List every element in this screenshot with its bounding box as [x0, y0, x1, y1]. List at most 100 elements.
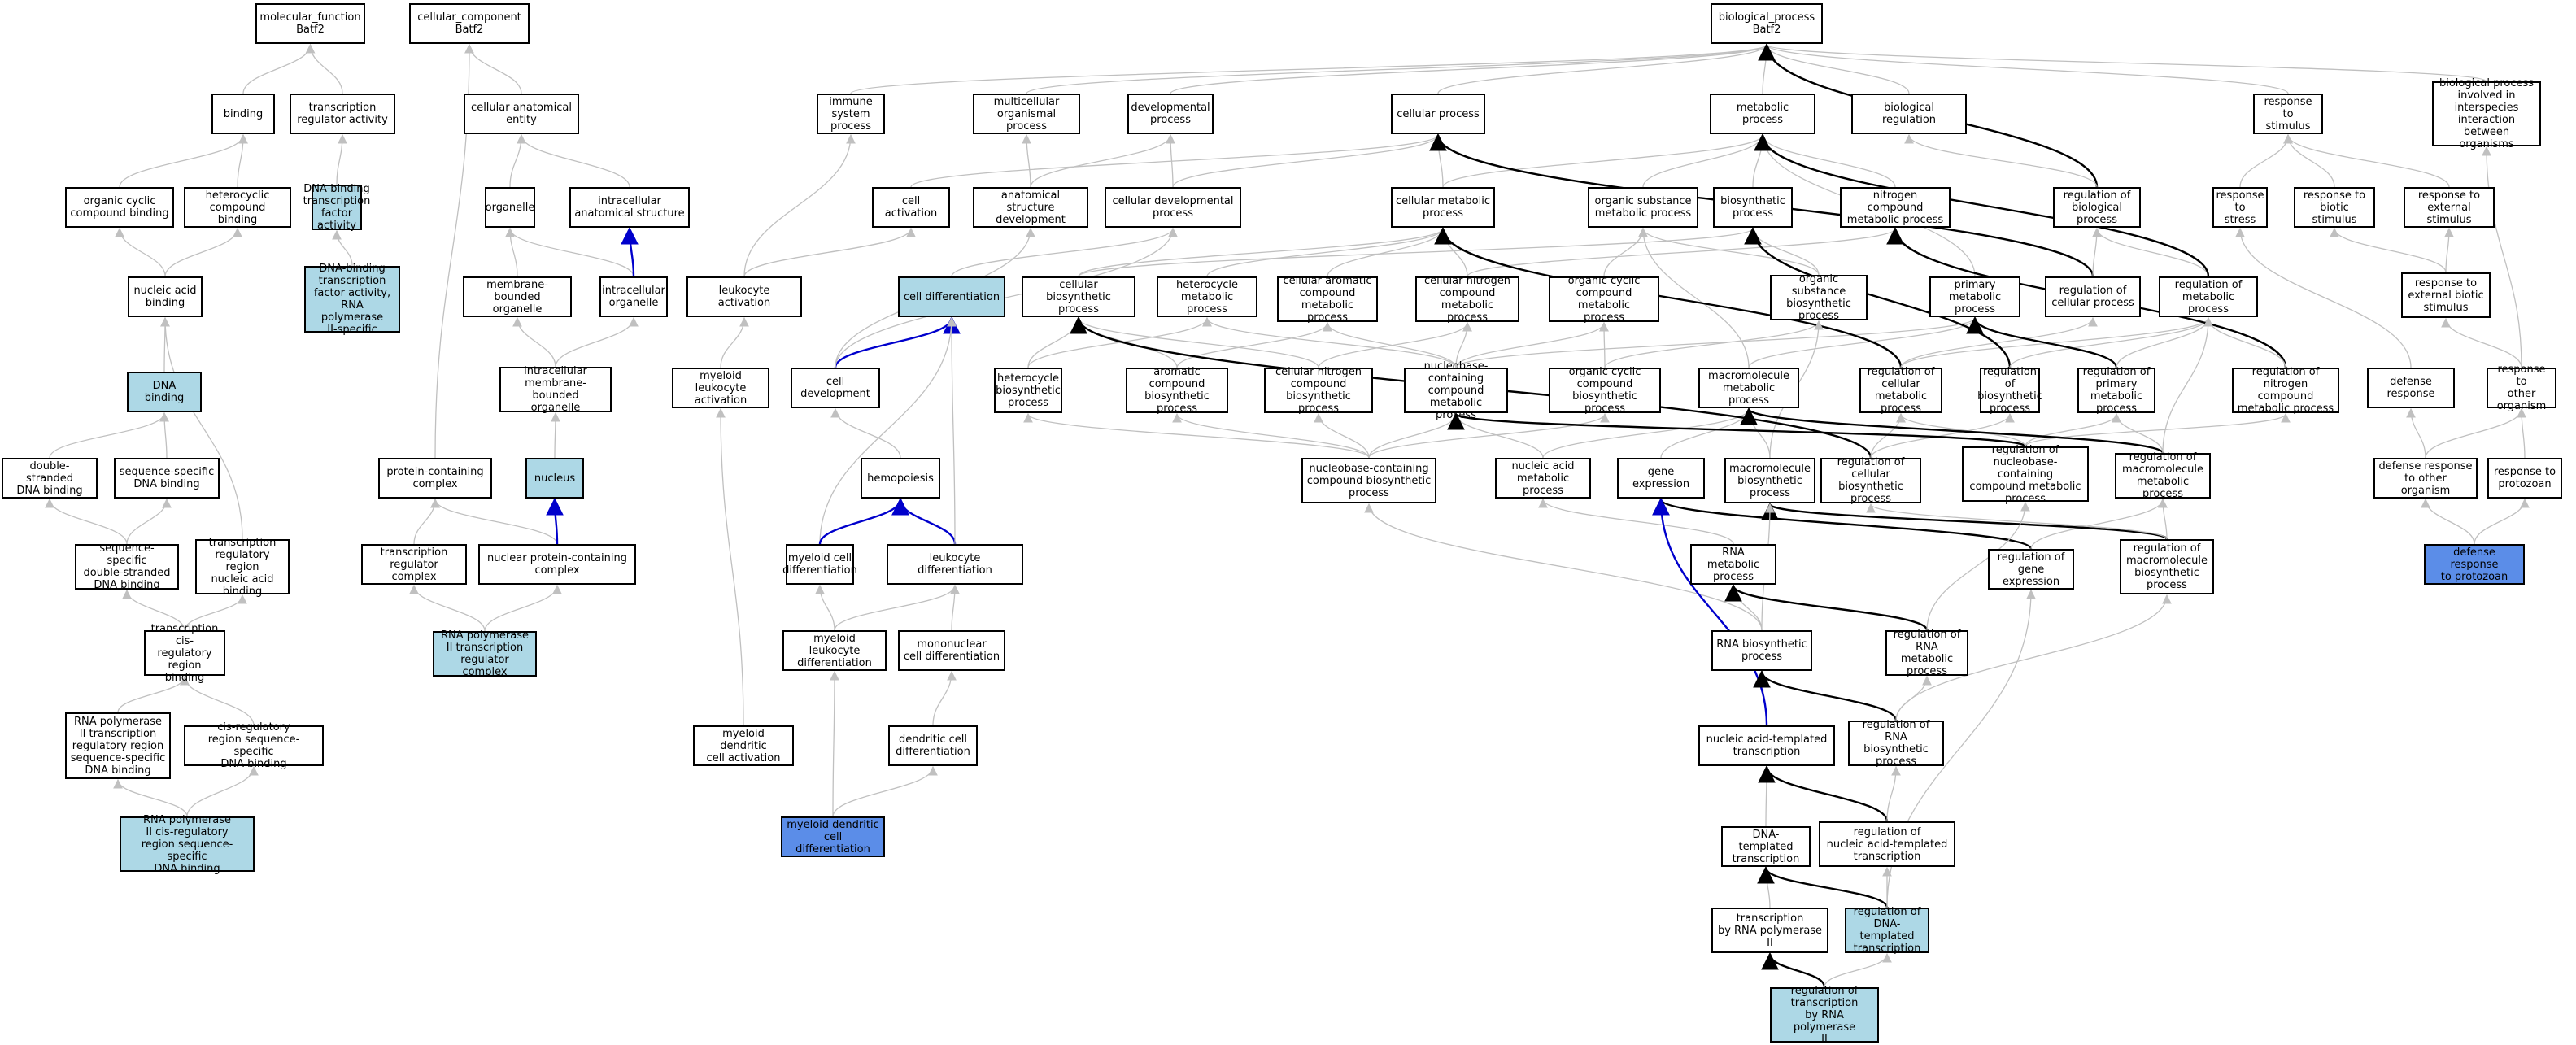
go-term-developmental-process[interactable]: developmental process	[1127, 94, 1214, 134]
go-term-response-to-external-biotic-stimulus[interactable]: response to external biotic stimulus	[2401, 272, 2491, 318]
go-term-regulation-of-biosynthetic-process[interactable]: regulation of biosynthetic process	[1977, 366, 2042, 415]
go-term-regulation-of-transcription-by-rna-polymerase-ii[interactable]: regulation of transcription by RNA polym…	[1770, 985, 1879, 1045]
go-term-organelle[interactable]: organelle	[485, 187, 535, 228]
go-term-binding[interactable]: binding	[211, 94, 275, 134]
go-term-cell-differentiation[interactable]: cell differentiation	[898, 276, 1005, 317]
go-term-rna-biosynthetic-process[interactable]: RNA biosynthetic process	[1711, 630, 1812, 671]
go-term-dna-binding[interactable]: DNA binding	[127, 372, 202, 412]
go-term-defense-response-to-other-organism[interactable]: defense response to other organism	[2373, 458, 2478, 499]
go-term-regulation-of-macromolecule-metabolic-process[interactable]: regulation of macromolecule metabolic pr…	[2115, 451, 2211, 500]
go-term-cellular-nitrogen-compound-biosynthetic-process[interactable]: cellular nitrogen compound biosynthetic …	[1264, 366, 1373, 415]
go-term-nucleic-acid-metabolic-process[interactable]: nucleic acid metabolic process	[1495, 458, 1591, 499]
go-term-biological-process-involved-in-interspecies-interaction-between-organisms[interactable]: biological process involved in interspec…	[2432, 77, 2541, 150]
go-term-defense-response-to-protozoan[interactable]: defense response to protozoan	[2424, 544, 2525, 585]
go-term-transcription-regulator-activity[interactable]: transcription regulator activity	[290, 94, 395, 134]
go-term-hemopoiesis[interactable]: hemopoiesis	[861, 458, 940, 499]
go-term-regulation-of-biological-process[interactable]: regulation of biological process	[2053, 187, 2141, 228]
go-term-regulation-of-dna-templated-transcription[interactable]: regulation of DNA-templated transcriptio…	[1845, 906, 1929, 955]
go-term-nucleic-acid-templated-transcription[interactable]: nucleic acid-templated transcription	[1698, 725, 1835, 766]
go-term-nucleus[interactable]: nucleus	[525, 458, 584, 499]
go-term-heterocycle-metabolic-process[interactable]: heterocycle metabolic process	[1157, 276, 1257, 317]
go-term-biological-regulation[interactable]: biological regulation	[1851, 94, 1967, 134]
go-term-organic-cyclic-compound-biosynthetic-process[interactable]: organic cyclic compound biosynthetic pro…	[1549, 366, 1661, 415]
go-term-double-stranded-dna-binding[interactable]: double-stranded DNA binding	[2, 458, 98, 499]
go-term-cellular-component-batf2[interactable]: cellular_component Batf2	[409, 3, 530, 44]
go-term-macromolecule-metabolic-process[interactable]: macromolecule metabolic process	[1698, 368, 1799, 408]
go-term-heterocycle-biosynthetic-process[interactable]: heterocycle biosynthetic process	[994, 368, 1062, 413]
go-term-defense-response[interactable]: defense response	[2367, 368, 2455, 408]
go-term-primary-metabolic-process[interactable]: primary metabolic process	[1929, 276, 2020, 317]
go-term-regulation-of-gene-expression[interactable]: regulation of gene expression	[1988, 549, 2074, 590]
go-term-heterocyclic-compound-binding[interactable]: heterocyclic compound binding	[184, 187, 291, 228]
go-term-cell-development[interactable]: cell development	[791, 368, 880, 408]
go-term-leukocyte-activation[interactable]: leukocyte activation	[686, 276, 802, 317]
go-term-myeloid-dendritic-cell-activation[interactable]: myeloid dendritic cell activation	[693, 725, 794, 766]
go-term-regulation-of-cellular-metabolic-process[interactable]: regulation of cellular metabolic process	[1859, 366, 1942, 415]
go-term-nucleobase-containing-compound-biosynthetic-process[interactable]: nucleobase-containing compound biosynthe…	[1301, 458, 1436, 503]
go-term-response-to-stress[interactable]: response to stress	[2212, 187, 2268, 228]
go-term-response-to-biotic-stimulus[interactable]: response to biotic stimulus	[2294, 187, 2375, 228]
go-term-rna-polymerase-ii-cis-regulatory-region-sequence-specific-dna-binding[interactable]: RNA polymerase II cis-regulatory region …	[120, 814, 255, 875]
go-term-aromatic-compound-biosynthetic-process[interactable]: aromatic compound biosynthetic process	[1126, 366, 1228, 415]
go-term-regulation-of-primary-metabolic-process[interactable]: regulation of primary metabolic process	[2077, 366, 2155, 415]
go-term-cis-regulatory-region-sequence-specific-dna-binding[interactable]: cis-regulatory region sequence-specific …	[184, 721, 324, 770]
go-term-cell-activation[interactable]: cell activation	[872, 187, 950, 228]
go-term-molecular-function-batf2[interactable]: molecular_function Batf2	[255, 3, 365, 44]
go-term-organic-substance-metabolic-process[interactable]: organic substance metabolic process	[1588, 187, 1698, 228]
go-term-gene-expression[interactable]: gene expression	[1617, 458, 1705, 499]
go-term-organic-cyclic-compound-binding[interactable]: organic cyclic compound binding	[65, 187, 174, 228]
go-term-regulation-of-nucleic-acid-templated-transcription[interactable]: regulation of nucleic acid-templated tra…	[1819, 821, 1955, 867]
go-term-nucleobase-containing-compound-metabolic-process[interactable]: nucleobase-containing compound metabolic…	[1404, 360, 1508, 421]
go-term-immune-system-process[interactable]: immune system process	[817, 94, 885, 134]
go-term-myeloid-leukocyte-activation[interactable]: myeloid leukocyte activation	[672, 368, 769, 408]
go-term-sequence-specific-dna-binding[interactable]: sequence-specific DNA binding	[114, 458, 220, 499]
go-term-transcription-by-rna-polymerase-ii[interactable]: transcription by RNA polymerase II	[1711, 908, 1828, 953]
go-term-nitrogen-compound-metabolic-process[interactable]: nitrogen compound metabolic process	[1840, 187, 1951, 228]
go-term-mononuclear-cell-differentiation[interactable]: mononuclear cell differentiation	[898, 630, 1005, 671]
go-term-regulation-of-macromolecule-biosynthetic-process[interactable]: regulation of macromolecule biosynthetic…	[2120, 539, 2214, 594]
go-term-dendritic-cell-differentiation[interactable]: dendritic cell differentiation	[888, 725, 978, 766]
go-term-protein-containing-complex[interactable]: protein-containing complex	[378, 458, 492, 499]
go-term-organic-cyclic-compound-metabolic-process[interactable]: organic cyclic compound metabolic proces…	[1549, 275, 1659, 324]
go-term-cellular-biosynthetic-process[interactable]: cellular biosynthetic process	[1022, 276, 1135, 317]
go-term-leukocyte-differentiation[interactable]: leukocyte differentiation	[887, 544, 1023, 585]
go-term-organic-substance-biosynthetic-process[interactable]: organic substance biosynthetic process	[1770, 273, 1868, 322]
go-term-biosynthetic-process[interactable]: biosynthetic process	[1713, 187, 1793, 228]
go-term-cellular-aromatic-compound-metabolic-process[interactable]: cellular aromatic compound metabolic pro…	[1277, 275, 1378, 324]
go-term-regulation-of-rna-metabolic-process[interactable]: regulation of RNA metabolic process	[1885, 629, 1968, 677]
go-term-dna-binding-transcription-factor-activity[interactable]: DNA-binding transcription factor activit…	[303, 183, 371, 232]
go-term-regulation-of-nucleobase-containing-compound-metabolic-process[interactable]: regulation of nucleobase-containing comp…	[1962, 444, 2089, 505]
go-term-transcription-regulatory-region-nucleic-acid-binding[interactable]: transcription regulatory region nucleic …	[195, 537, 290, 598]
go-term-myeloid-leukocyte-differentiation[interactable]: myeloid leukocyte differentiation	[782, 630, 887, 671]
go-term-myeloid-cell-differentiation[interactable]: myeloid cell differentiation	[782, 544, 857, 585]
go-term-regulation-of-cellular-process[interactable]: regulation of cellular process	[2045, 276, 2141, 317]
go-term-dna-templated-transcription[interactable]: DNA-templated transcription	[1721, 826, 1811, 867]
go-term-regulation-of-nitrogen-compound-metabolic-process[interactable]: regulation of nitrogen compound metaboli…	[2232, 366, 2339, 415]
go-term-myeloid-dendritic-cell-differentiation[interactable]: myeloid dendritic cell differentiation	[781, 816, 885, 857]
go-term-cellular-process[interactable]: cellular process	[1391, 94, 1485, 134]
go-term-metabolic-process[interactable]: metabolic process	[1710, 94, 1815, 134]
go-term-cellular-nitrogen-compound-metabolic-process[interactable]: cellular nitrogen compound metabolic pro…	[1415, 275, 1519, 324]
go-term-nuclear-protein-containing-complex[interactable]: nuclear protein-containing complex	[478, 544, 636, 585]
go-term-intracellular-organelle[interactable]: intracellular organelle	[599, 276, 668, 317]
go-term-transcription-cis-regulatory-region-binding[interactable]: transcription cis-regulatory region bind…	[144, 623, 225, 684]
go-term-biological-process-batf2[interactable]: biological_process Batf2	[1711, 3, 1823, 44]
go-term-membrane-bounded-organelle[interactable]: membrane-bounded organelle	[463, 276, 572, 317]
go-term-regulation-of-metabolic-process[interactable]: regulation of metabolic process	[2159, 276, 2258, 317]
go-term-anatomical-structure-development[interactable]: anatomical structure development	[973, 187, 1088, 228]
go-term-dna-binding-transcription-factor-activity-rna-polymerase-ii-specific[interactable]: DNA-binding transcription factor activit…	[304, 263, 400, 336]
go-term-regulation-of-cellular-biosynthetic-process[interactable]: regulation of cellular biosynthetic proc…	[1820, 456, 1921, 505]
go-term-nucleic-acid-binding[interactable]: nucleic acid binding	[128, 276, 203, 317]
go-term-multicellular-organismal-process[interactable]: multicellular organismal process	[973, 94, 1080, 134]
go-term-macromolecule-biosynthetic-process[interactable]: macromolecule biosynthetic process	[1724, 458, 1815, 503]
go-term-cellular-metabolic-process[interactable]: cellular metabolic process	[1391, 187, 1495, 228]
go-term-cellular-anatomical-entity[interactable]: cellular anatomical entity	[464, 94, 579, 134]
go-term-rna-polymerase-ii-transcription-regulator-complex[interactable]: RNA polymerase II transcription regulato…	[433, 629, 537, 678]
go-term-regulation-of-rna-biosynthetic-process[interactable]: regulation of RNA biosynthetic process	[1848, 719, 1944, 768]
go-term-transcription-regulator-complex[interactable]: transcription regulator complex	[361, 544, 467, 585]
go-term-intracellular-membrane-bounded-organelle[interactable]: intracellular membrane-bounded organelle	[499, 365, 612, 414]
go-term-cellular-developmental-process[interactable]: cellular developmental process	[1105, 187, 1241, 228]
go-term-response-to-external-stimulus[interactable]: response to external stimulus	[2404, 187, 2495, 228]
go-term-rna-metabolic-process[interactable]: RNA metabolic process	[1690, 544, 1776, 585]
go-term-response-to-protozoan[interactable]: response to protozoan	[2487, 458, 2562, 499]
